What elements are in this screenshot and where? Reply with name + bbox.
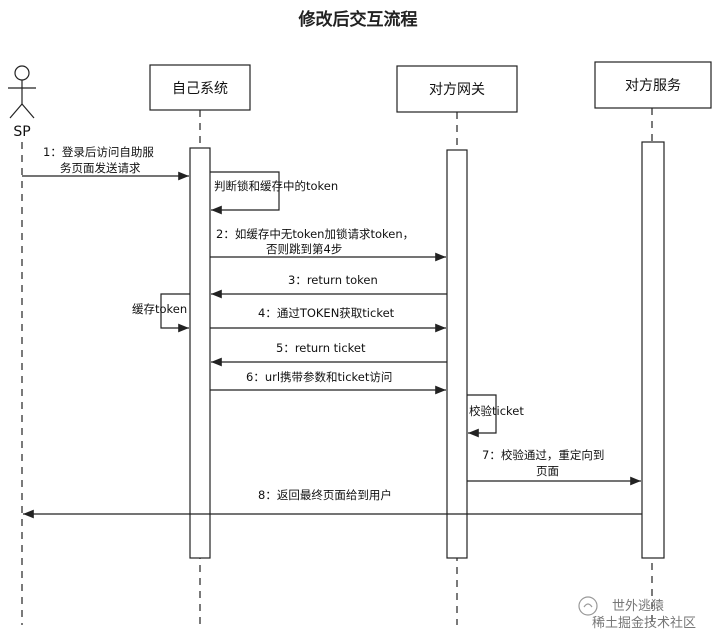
sp-actor-icon <box>8 65 36 119</box>
self-call-verify-label: 校验ticket <box>469 404 524 418</box>
service-box <box>594 61 712 109</box>
self-call-cache-arrow <box>160 293 190 333</box>
self-system-activation <box>189 147 211 559</box>
msg2-label-line1: 2：如缓存中无token加锁请求token， <box>216 227 414 241</box>
msg3-label: 3：return token <box>288 273 378 287</box>
diagram-title: 修改后交互流程 <box>298 9 418 30</box>
msg6-label: 6：url携带参数和ticket访问 <box>246 370 392 384</box>
self-call-cache-label: 缓存token <box>132 302 187 316</box>
msg1-label-line2: 务页面发送请求 <box>60 161 141 175</box>
gateway-label: 对方网关 <box>429 82 485 98</box>
gateway-activation <box>446 149 468 559</box>
sp-actor-label: SP <box>13 124 30 140</box>
msg4-label: 4：通过TOKEN获取ticket <box>258 306 395 320</box>
msg5-label: 5：return ticket <box>276 341 366 355</box>
service-label: 对方服务 <box>625 78 681 94</box>
self-system-box <box>149 64 251 111</box>
service-activation <box>641 141 665 559</box>
self-call-check-arrow <box>210 171 280 215</box>
self-call-verify-arrow <box>467 394 497 438</box>
self-call-check-label: 判断锁和缓存中的token <box>214 179 338 193</box>
watermark-brand: 世外逃猿 <box>612 599 664 614</box>
watermark-logo-icon <box>578 596 598 616</box>
watermark-text: 稀土掘金技术社区 <box>592 615 696 631</box>
msg7-label-line1: 7：校验通过，重定向到 <box>482 448 604 462</box>
msg8-label: 8：返回最终页面给到用户 <box>258 488 392 502</box>
self-system-label: 自己系统 <box>172 81 228 97</box>
msg7-label-line2: 页面 <box>536 464 559 478</box>
msg2-label-line2: 否则跳到第4步 <box>266 242 342 256</box>
gateway-box <box>396 65 518 113</box>
msg1-label-line1: 1：登录后访问自助服 <box>43 145 154 159</box>
